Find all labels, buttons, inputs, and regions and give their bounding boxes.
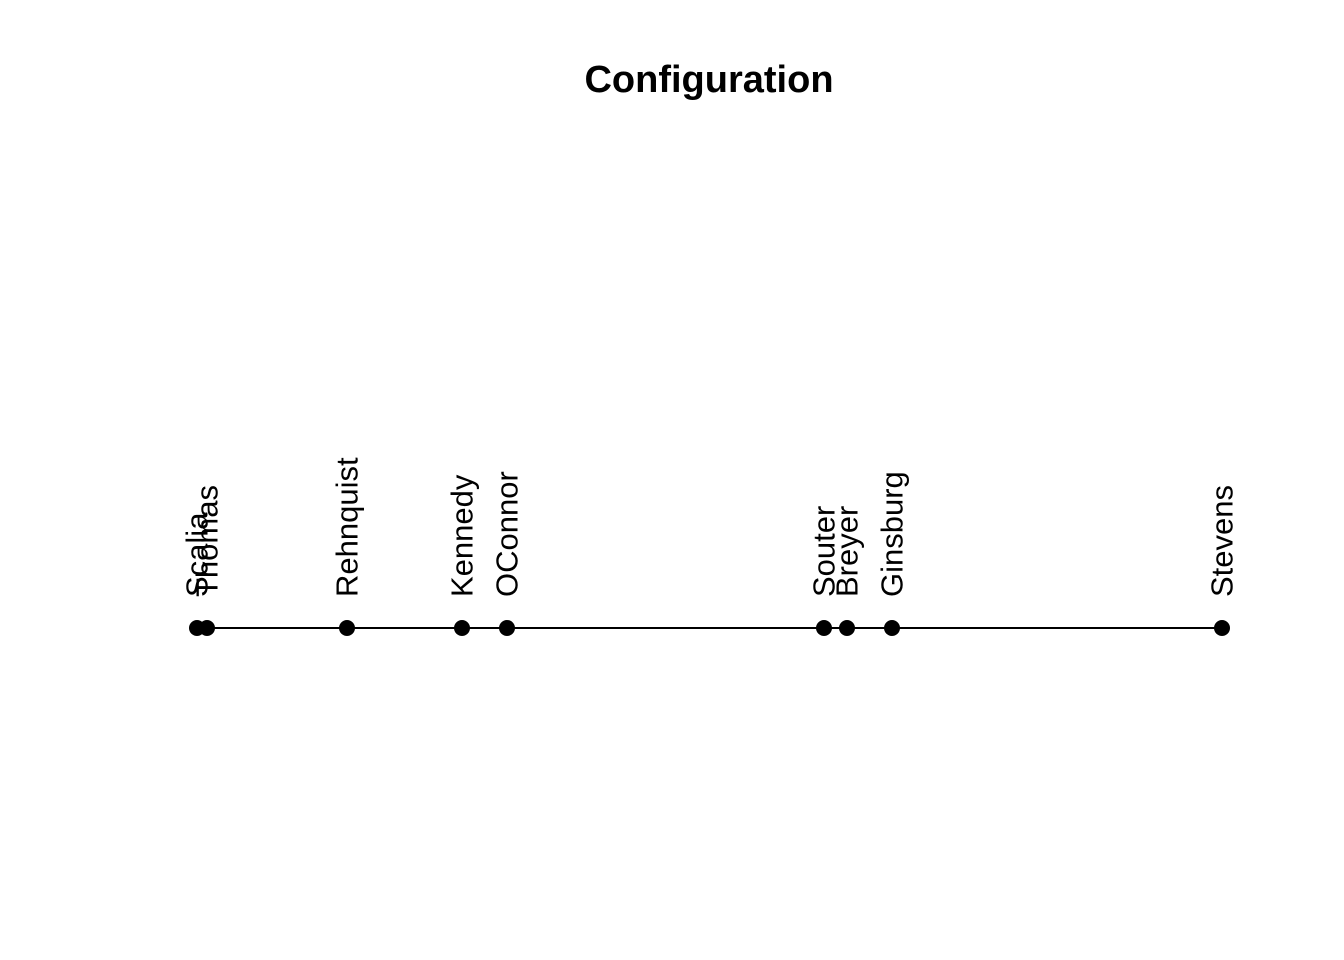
point-label: Ginsburg [875,471,910,597]
point-thomas: Thomas [190,485,225,636]
point-label: Breyer [830,506,865,597]
point-ginsburg: Ginsburg [875,471,910,636]
point-souter: Souter [807,506,842,636]
point-label: Thomas [190,485,225,597]
chart-title: Configuration [584,59,833,101]
point-dot [1214,620,1230,636]
point-dot [199,620,215,636]
point-dot [816,620,832,636]
point-dot [454,620,470,636]
point-kennedy: Kennedy [445,474,480,636]
point-dot [339,620,355,636]
point-label: Rehnquist [330,457,365,597]
point-label: OConnor [490,471,525,597]
point-breyer: Breyer [830,506,865,636]
point-scalia: Scalia [180,512,215,636]
point-label: Souter [807,506,842,597]
point-rehnquist: Rehnquist [330,457,365,636]
point-label: Stevens [1205,485,1240,597]
point-dot [884,620,900,636]
point-stevens: Stevens [1205,485,1240,636]
point-label: Kennedy [445,474,480,597]
point-dot [839,620,855,636]
point-label: Scalia [180,512,215,597]
point-dot [499,620,515,636]
point-oconnor: OConnor [490,471,525,636]
